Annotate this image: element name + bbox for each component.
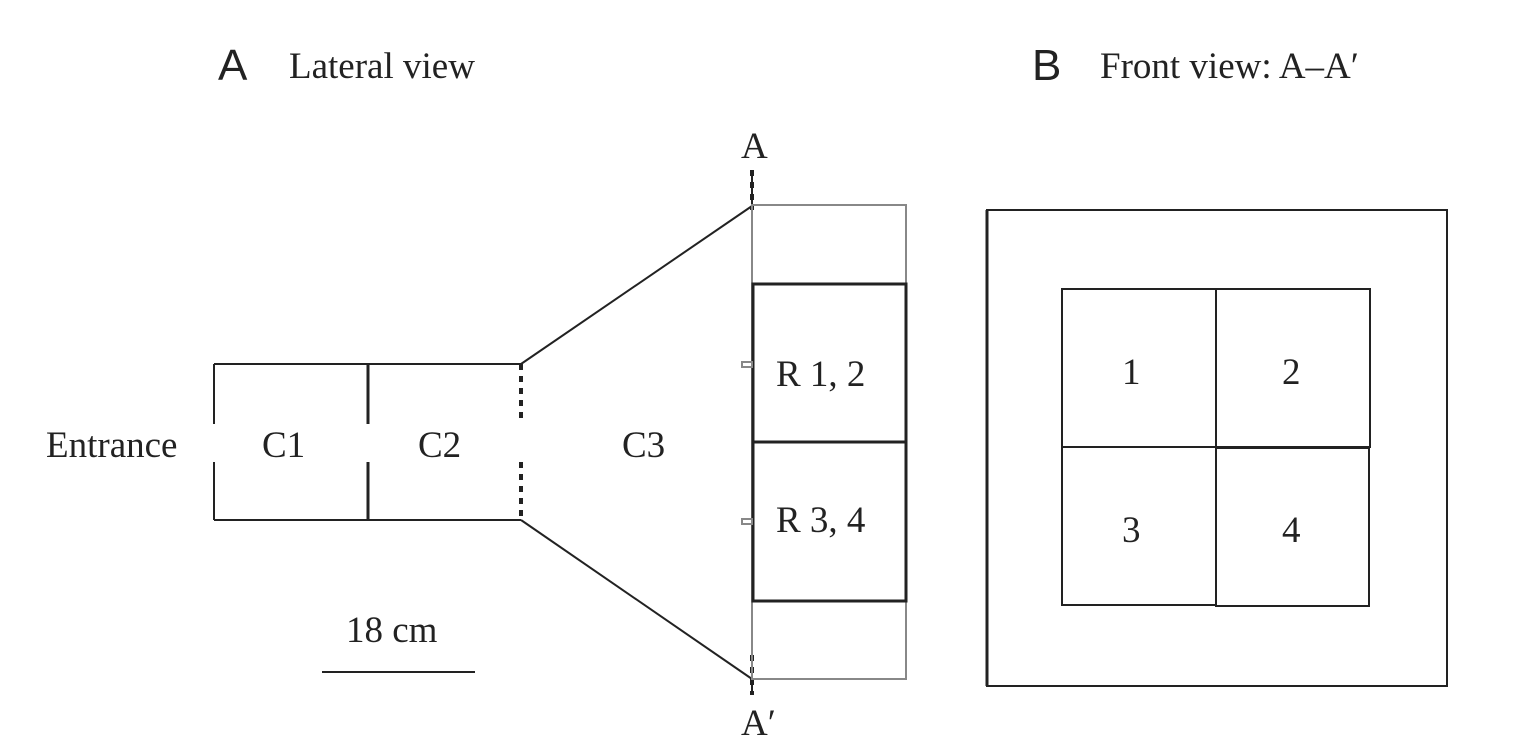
- lever-icon: [741, 518, 753, 525]
- quadrant-3: 3: [1061, 446, 1217, 606]
- panel-a-letter: A: [218, 41, 248, 90]
- front-view: 1 2 3 4: [985, 209, 1448, 687]
- reward-box-r12: R 1, 2: [741, 282, 908, 444]
- quadrant-3-label: 3: [1122, 510, 1141, 551]
- section-label-top: A: [741, 126, 768, 167]
- panel-a-title: Lateral view: [289, 46, 475, 87]
- chamber-c1: C1: [213, 363, 368, 521]
- chamber-c3: C3: [520, 205, 753, 680]
- reward-box-r34: R 3, 4: [741, 440, 908, 603]
- panel-b-letter: B: [1032, 41, 1061, 90]
- chamber-c1-label: C1: [262, 425, 305, 466]
- quadrant-1: 1: [1061, 288, 1217, 448]
- quadrant-2-label: 2: [1282, 352, 1301, 393]
- scale-bar-label: 18 cm: [346, 610, 438, 651]
- quadrant-4: 4: [1215, 447, 1370, 607]
- reward-box-r34-label: R 3, 4: [776, 500, 865, 541]
- panel-b-title: Front view: A–A′: [1100, 46, 1359, 87]
- section-label-bottom: A′: [741, 703, 776, 744]
- chamber-c2: C2: [368, 363, 521, 521]
- quadrant-1-label: 1: [1122, 352, 1141, 393]
- reward-box-r12-label: R 1, 2: [776, 354, 865, 395]
- quadrant-2: 2: [1215, 288, 1371, 448]
- entrance-label: Entrance: [46, 425, 177, 466]
- chamber-c2-label: C2: [418, 425, 461, 466]
- chamber-c3-label: C3: [622, 425, 665, 466]
- lateral-view: Entrance C1 C2 C3 A: [46, 126, 908, 744]
- lever-icon: [741, 361, 753, 368]
- scale-bar: 18 cm: [322, 610, 475, 673]
- quadrant-4-label: 4: [1282, 510, 1301, 551]
